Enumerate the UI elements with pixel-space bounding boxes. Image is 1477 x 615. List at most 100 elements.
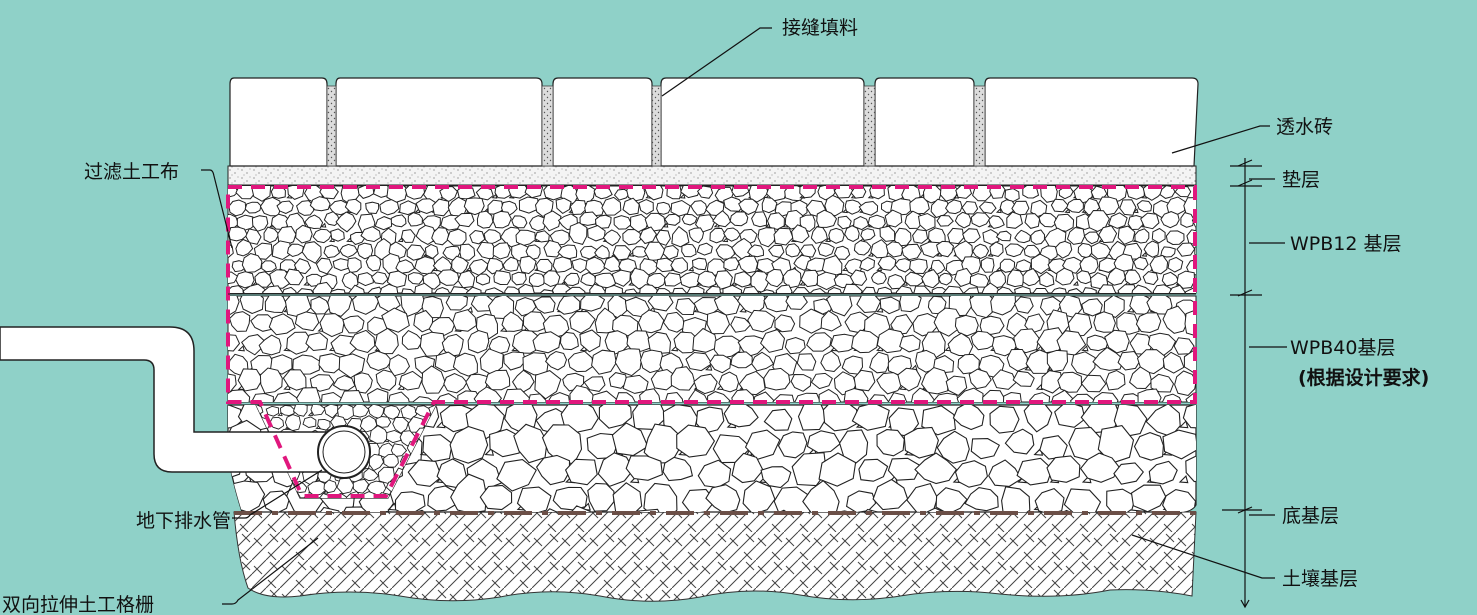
aggregate-stone — [672, 287, 688, 293]
aggregate-stone — [528, 272, 546, 288]
aggregate-stone — [612, 482, 643, 512]
aggregate-stone — [1117, 225, 1136, 245]
aggregate-stone — [1014, 285, 1032, 293]
aggregate-stone — [637, 309, 665, 334]
aggregate-stone — [1046, 455, 1081, 483]
aggregate-stone — [851, 405, 890, 431]
aggregate-stone — [587, 224, 606, 242]
aggregate-stone — [1065, 198, 1084, 214]
aggregate-stone — [338, 389, 365, 402]
brick — [660, 77, 865, 167]
aggregate-stone — [353, 372, 373, 394]
aggregate-stone — [424, 243, 439, 260]
aggregate-stone — [272, 391, 300, 402]
aggregate-stone — [564, 458, 598, 486]
aggregate-stone — [750, 270, 771, 293]
aggregate-stone — [535, 454, 571, 486]
aggregate-stone — [799, 244, 817, 258]
aggregate-stone — [853, 215, 870, 231]
aggregate-stone — [742, 480, 776, 512]
aggregate-chip — [1132, 208, 1139, 214]
aggregate-stone — [843, 387, 869, 402]
aggregate-stone — [579, 296, 606, 312]
aggregate-stone — [1130, 484, 1167, 512]
wpb12-stones — [228, 186, 1215, 293]
aggregate-stone — [945, 375, 968, 397]
aggregate-stone — [1143, 240, 1160, 258]
aggregate-stone — [431, 227, 450, 246]
aggregate-stone — [626, 330, 651, 352]
aggregate-stone — [583, 376, 606, 392]
aggregate-stone — [591, 349, 617, 375]
aggregate-stone — [463, 197, 485, 216]
aggregate-stone — [860, 228, 876, 241]
aggregate-stone — [277, 225, 297, 246]
aggregate-stone — [730, 351, 753, 369]
aggregate-stone — [341, 271, 359, 291]
aggregate-stone — [612, 245, 632, 261]
aggregate-stone — [555, 197, 572, 215]
aggregate-stone — [276, 200, 294, 215]
aggregate-stone — [742, 285, 759, 293]
aggregate-stone — [862, 286, 876, 293]
aggregate-stone — [518, 283, 535, 293]
aggregate-stone — [304, 214, 324, 230]
aggregate-stone — [450, 473, 488, 512]
aggregate-stone — [968, 368, 992, 390]
aggregate-stone — [1006, 211, 1023, 229]
aggregate-stone — [330, 228, 345, 242]
aggregate-stone — [944, 199, 963, 215]
aggregate-chip — [1211, 224, 1215, 227]
aggregate-stone — [259, 367, 283, 394]
aggregate-stone — [964, 487, 999, 512]
aggregate-stone — [544, 350, 568, 371]
aggregate-stone — [400, 229, 416, 243]
aggregate-stone — [763, 367, 791, 391]
aggregate-stone — [532, 296, 556, 314]
aggregate-stone — [999, 258, 1016, 273]
aggregate-stone — [697, 459, 732, 489]
aggregate-stone — [810, 372, 833, 390]
aggregate-stone — [962, 228, 981, 244]
aggregate-stone — [598, 405, 632, 429]
aggregate-stone — [828, 227, 845, 244]
aggregate-stone — [579, 211, 599, 226]
aggregate-stone — [1038, 212, 1058, 228]
aggregate-stone — [1108, 212, 1128, 229]
aggregate-chip — [1141, 251, 1148, 257]
aggregate-stone — [296, 288, 314, 293]
aggregate-stone — [1083, 231, 1100, 245]
label-cushion: 垫层 — [1282, 169, 1320, 191]
aggregate-stone — [895, 285, 914, 293]
label-joint-filler: 接缝填料 — [782, 17, 858, 39]
aggregate-stone — [936, 214, 954, 227]
aggregate-stone — [686, 285, 705, 293]
aggregate-stone — [709, 354, 732, 374]
aggregate-stone — [229, 311, 251, 332]
aggregate-stone — [407, 272, 424, 285]
aggregate-stone — [712, 210, 732, 228]
aggregate-stone — [327, 296, 353, 317]
aggregate-stone — [1097, 284, 1117, 293]
aggregate-stone — [292, 405, 308, 417]
aggregate-stone — [989, 241, 1004, 258]
aggregate-stone — [731, 389, 755, 402]
aggregate-stone — [228, 226, 249, 242]
aggregate-stone — [961, 200, 979, 215]
aggregate-stone — [797, 405, 828, 431]
aggregate-stone — [1133, 432, 1164, 461]
aggregate-stone — [579, 245, 598, 260]
aggregate-stone — [1032, 288, 1049, 293]
brick — [229, 77, 328, 167]
aggregate-stone — [1160, 246, 1176, 258]
aggregate-stone — [483, 229, 502, 245]
aggregate-stone — [468, 258, 489, 276]
aggregate-stone — [785, 243, 801, 258]
aggregate-stone — [824, 194, 845, 217]
aggregate-stone — [626, 186, 646, 202]
aggregate-stone — [982, 389, 1006, 402]
aggregate-chip — [876, 306, 884, 313]
aggregate-stone — [542, 210, 562, 232]
aggregate-stone — [415, 224, 437, 245]
